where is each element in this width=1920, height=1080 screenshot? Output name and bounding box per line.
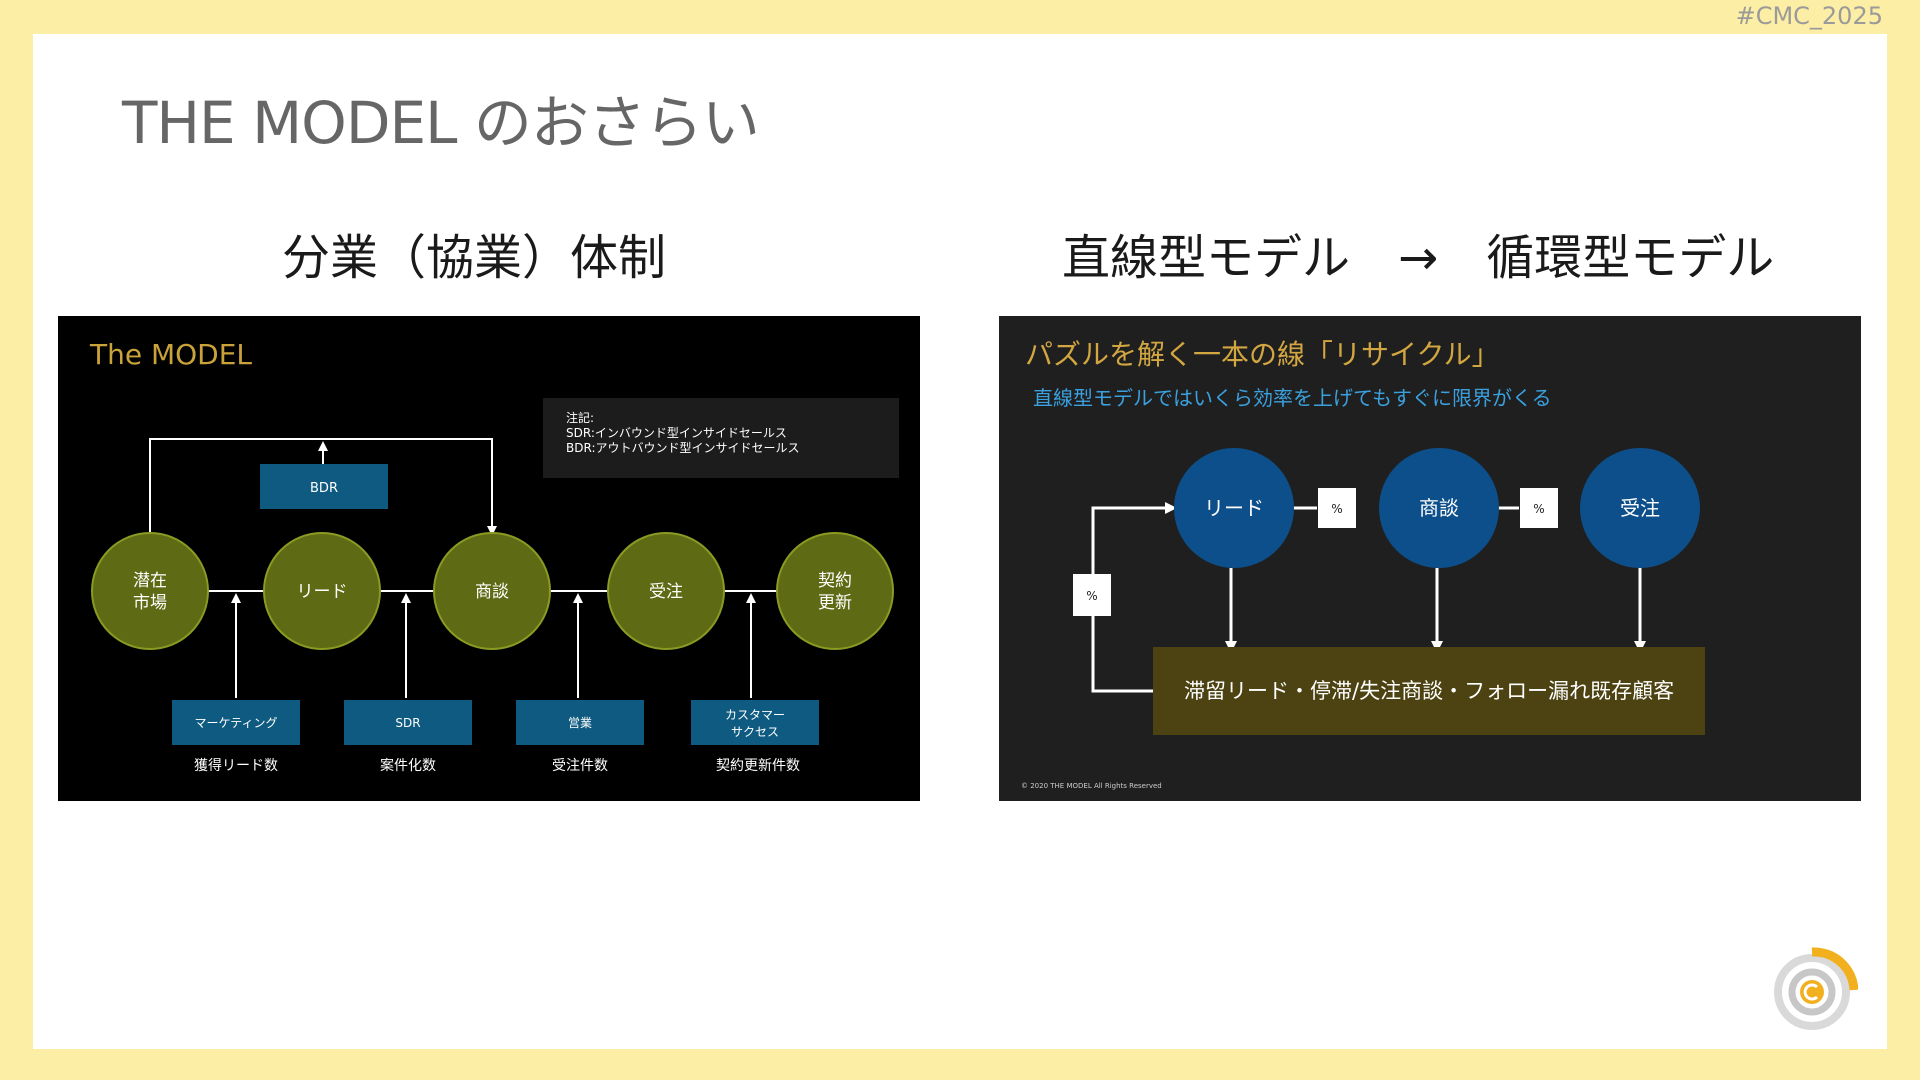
right-diagram-title: パズルを解く一本の線「リサイクル」 [1025, 338, 1500, 371]
note-line-1: 注記: [566, 410, 594, 425]
stage-1-line-2: 市場 [133, 593, 167, 613]
team-sdr: SDR 案件化数 [344, 700, 472, 774]
recycle-stage-deal: 商談 [1379, 448, 1499, 568]
brand-logo-icon [1774, 947, 1859, 1030]
note-line-3: BDR:アウトバウンド型インサイドセールス [566, 441, 800, 455]
conversion-label-2: % [1533, 502, 1544, 516]
stagnant-pool-label: 滞留リード・停滞/失注商談・フォロー漏れ既存顧客 [1184, 679, 1674, 703]
team-4-line-1: カスタマー [725, 708, 785, 722]
copyright: © 2020 THE MODEL All Rights Reserved [1021, 782, 1162, 790]
stage-renewal: 契約 更新 [776, 532, 894, 650]
team-1-metric: 獲得リード数 [194, 757, 278, 774]
team-4-line-2: サクセス [731, 725, 779, 739]
team-customer-success: カスタマー サクセス 契約更新件数 [691, 700, 819, 774]
right-diagram-subtitle: 直線型モデルではいくら効率を上げてもすぐに限界がくる [1033, 386, 1552, 410]
recycle-stage-order: 受注 [1580, 448, 1700, 568]
slide-title: THE MODEL のおさらい [122, 89, 760, 157]
brand-logo [1772, 944, 1859, 1030]
bdr-loop-line [149, 438, 493, 536]
team-3-label: 営業 [568, 716, 592, 730]
stage-potential-market: 潜在 市場 [91, 532, 209, 650]
stage-3-label: 商談 [475, 582, 509, 602]
recycle-stage-lead: リード [1174, 448, 1294, 568]
the-model-diagram: The MODEL 注記: SDR:インバウンド型インサイドセールス BDR:ア… [58, 316, 920, 801]
team-3-metric: 受注件数 [552, 758, 608, 774]
note-box [543, 398, 899, 478]
team-sales: 営業 受注件数 [516, 700, 644, 774]
left-diagram-title: The MODEL [89, 338, 252, 371]
stage-2-label: リード [297, 582, 348, 602]
conversion-box-1 [1318, 488, 1356, 528]
left-heading: 分業（協業）体制 [282, 230, 667, 286]
bdr-box [260, 464, 388, 509]
team-4-metric: 契約更新件数 [716, 758, 800, 774]
stagnant-pool-box [1153, 647, 1705, 735]
recycle-stage-1-label: リード [1204, 496, 1264, 520]
hashtag: #CMC_2025 [1735, 2, 1883, 30]
team-2-label: SDR [395, 716, 420, 730]
team-arrowheads-icon [231, 593, 756, 603]
stage-4-label: 受注 [649, 582, 683, 602]
recycle-stage-3-label: 受注 [1620, 496, 1660, 520]
recycle-percent-box [1073, 574, 1111, 616]
note-line-2: SDR:インバウンド型インサイドセールス [566, 426, 787, 440]
conversion-label-1: % [1331, 502, 1342, 516]
stage-deal: 商談 [433, 532, 551, 650]
conversion-box-2 [1520, 488, 1558, 528]
the-model-diagram-svg: The MODEL 注記: SDR:インバウンド型インサイドセールス BDR:ア… [89, 338, 899, 774]
team-1-label: マーケティング [194, 716, 277, 730]
recycle-diagram-svg: パズルを解く一本の線「リサイクル」 直線型モデルではいくら効率を上げてもすぐに限… [1021, 338, 1705, 790]
recycle-diagram: パズルを解く一本の線「リサイクル」 直線型モデルではいくら効率を上げてもすぐに限… [999, 316, 1861, 801]
bdr-label: BDR [310, 481, 338, 496]
team-marketing: マーケティング 獲得リード数 [172, 700, 300, 774]
stage-5-line-1: 契約 [818, 571, 852, 591]
team-2-metric: 案件化数 [380, 757, 436, 774]
right-heading: 直線型モデル → 循環型モデル [1062, 230, 1775, 286]
bdr-arrow-down-icon [487, 526, 497, 536]
recycle-stage-2-label: 商談 [1419, 496, 1459, 520]
stage-5-line-2: 更新 [818, 593, 852, 613]
recycle-percent-label: % [1086, 589, 1097, 603]
down-arrows [1229, 568, 1642, 643]
stage-1-line-1: 潜在 [133, 571, 167, 591]
recycle-arrow-icon [1165, 502, 1177, 514]
stage-order: 受注 [607, 532, 725, 650]
bdr-arrow-up-icon [318, 441, 328, 451]
stage-lead: リード [263, 532, 381, 650]
team-arrows [235, 600, 752, 698]
